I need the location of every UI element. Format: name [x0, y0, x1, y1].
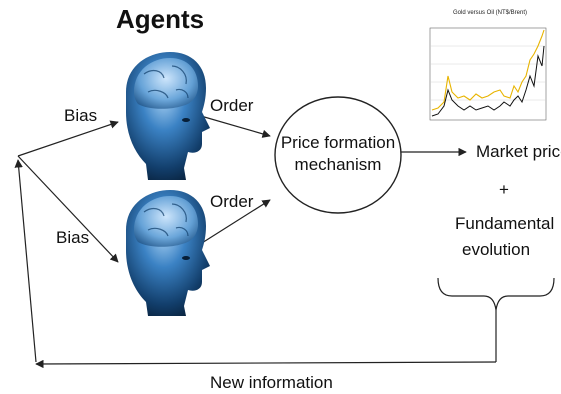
market-prices-label: Market prices: [476, 142, 561, 161]
price-formation-circle: [274, 96, 402, 214]
order-arrow-top: [193, 113, 271, 138]
bias-label-bottom: Bias: [56, 228, 90, 247]
agents-title: Agents: [116, 4, 205, 34]
plus-sign: +: [499, 180, 509, 199]
oil-series-line: [431, 45, 545, 117]
agent-head-bottom: [126, 190, 210, 316]
bias-label-top: Bias: [64, 106, 98, 125]
gold-series-line: [431, 29, 545, 111]
new-information-label: New information: [210, 373, 333, 392]
order-label-bottom: Order: [210, 192, 254, 211]
new-information-arrow: [35, 359, 497, 369]
inset-chart-title: Gold versus Oil (NT$/Brent): [453, 10, 527, 16]
order-arrow-bottom: [193, 199, 271, 249]
gold-oil-inset-chart: Gold versus Oil (NT$/Brent): [429, 10, 547, 121]
order-label-top: Order: [210, 96, 254, 115]
fundamental-label-line2: evolution: [462, 240, 531, 259]
fundamental-label-line1: Fundamental: [455, 214, 555, 233]
price-formation-line2: mechanism: [294, 155, 382, 175]
price-formation-line1: Price formation: [280, 133, 396, 152]
feedback-vertical-line: [14, 159, 37, 363]
bias-arrow-bottom: [17, 155, 119, 263]
agent-head-top: [126, 52, 210, 180]
price-formation-label: Price formation mechanism: [276, 132, 400, 176]
bias-arrow-top: [17, 120, 119, 157]
brace: [437, 277, 555, 311]
